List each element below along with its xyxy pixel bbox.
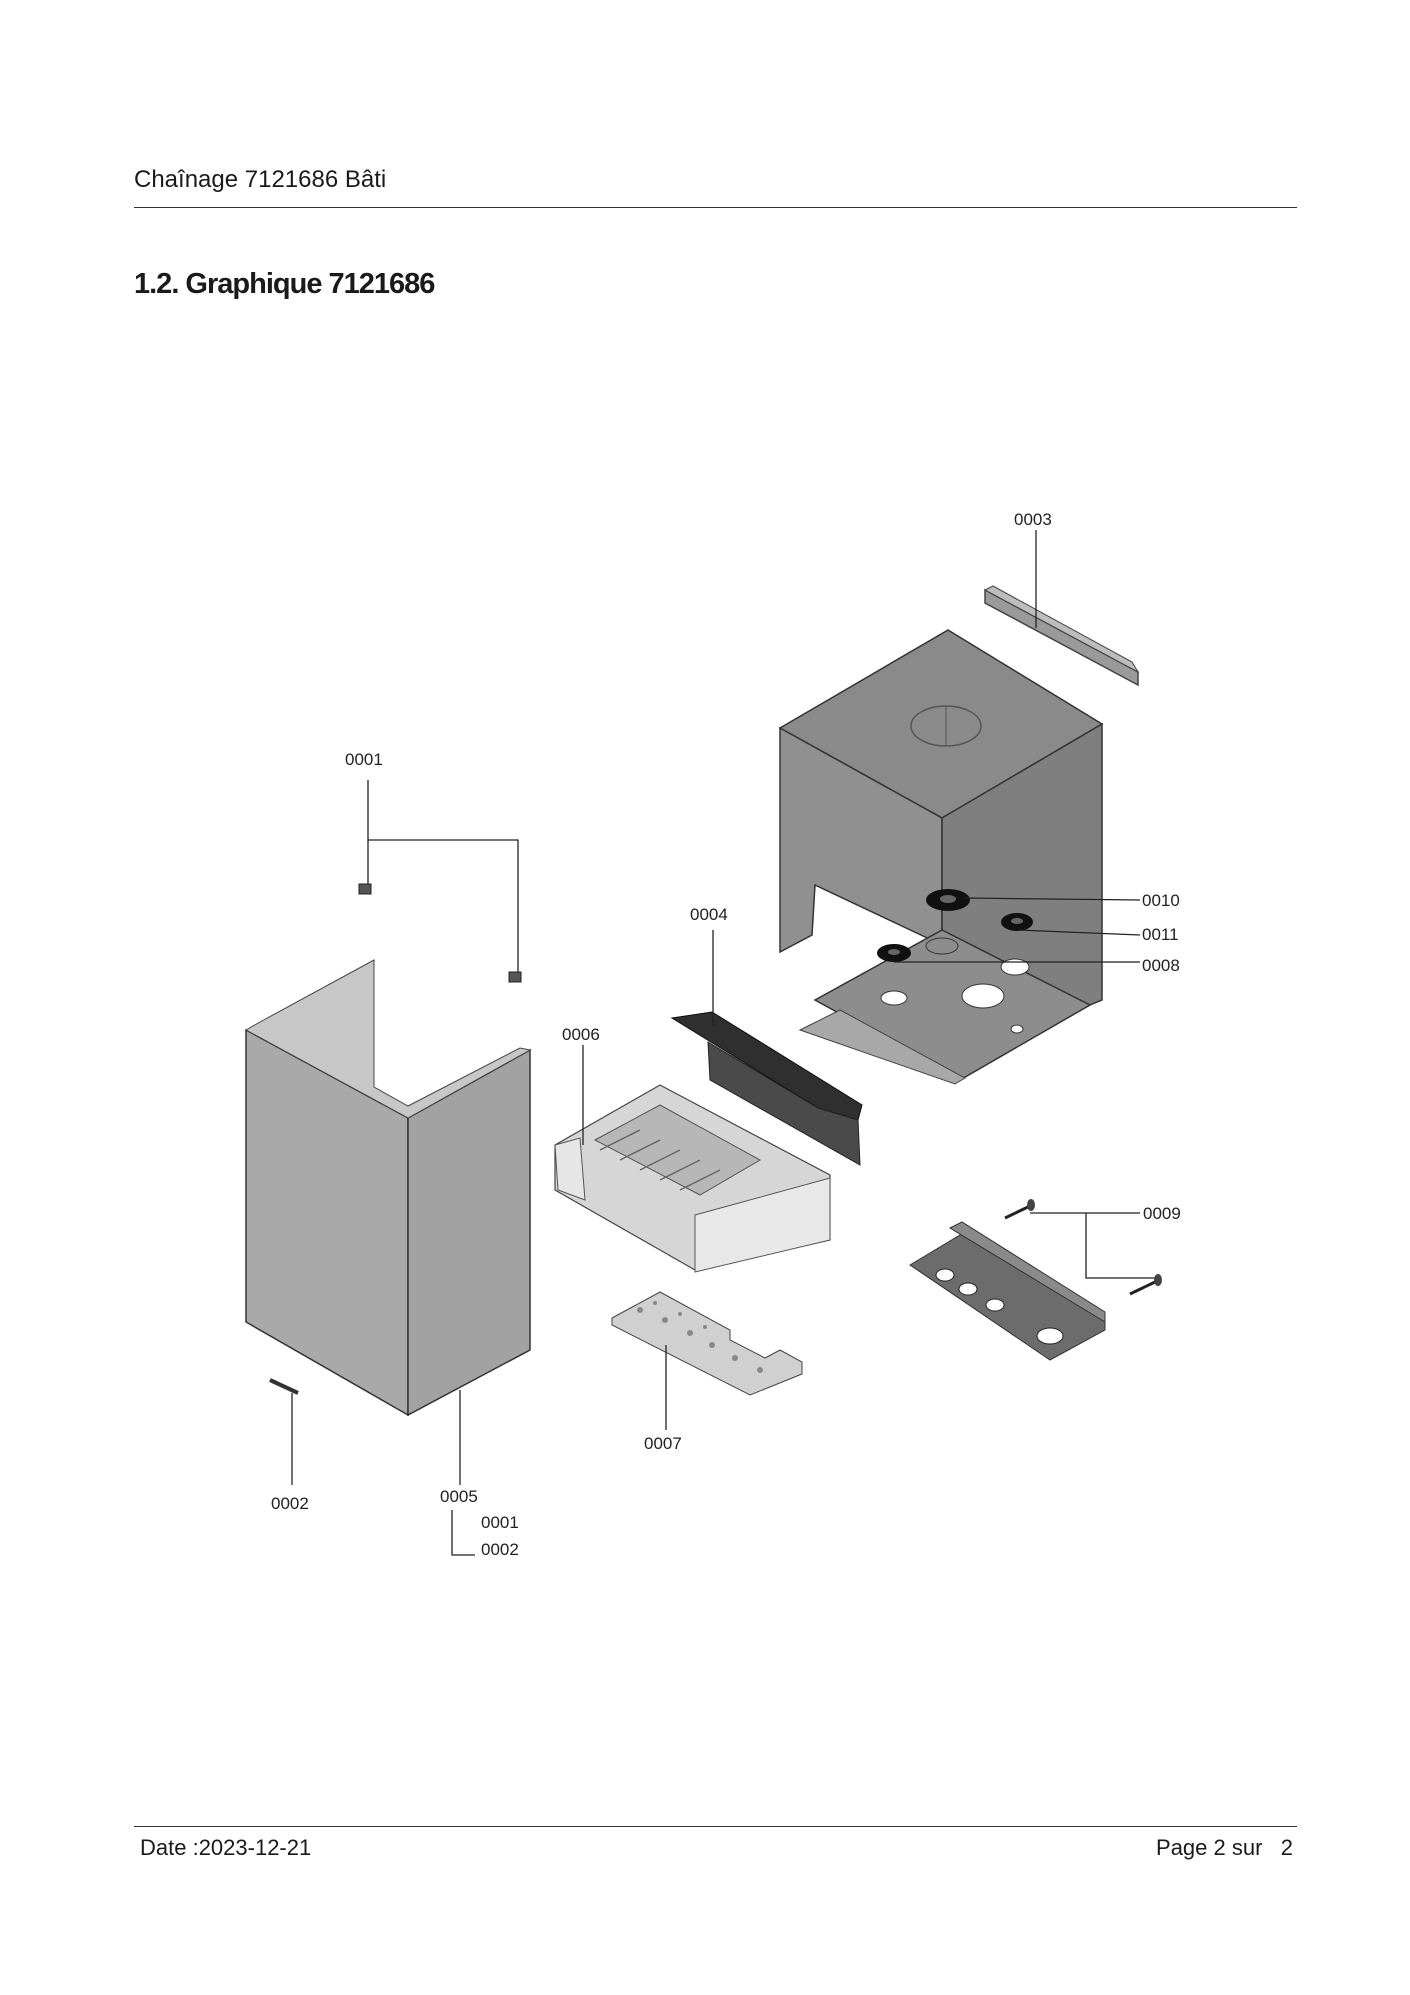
label-0010: 0010: [1142, 891, 1180, 910]
label-0001: 0001: [345, 750, 383, 769]
part-0010-grommet: [926, 889, 970, 911]
part-0009-bracket: [909, 1199, 1162, 1361]
label-0005: 0005: [440, 1487, 478, 1506]
label-0007: 0007: [644, 1434, 682, 1453]
label-0005-sub-0001: 0001: [481, 1513, 519, 1532]
label-0004: 0004: [690, 905, 728, 924]
label-0011: 0011: [1142, 925, 1179, 944]
part-0003-rail: [983, 585, 1140, 687]
label-0008: 0008: [1142, 956, 1180, 975]
part-0001-clips: [358, 883, 522, 983]
label-0006: 0006: [562, 1025, 600, 1044]
part-0011-grommet: [1001, 913, 1033, 931]
header-divider: [134, 207, 1297, 208]
part-0007-plate: [611, 1291, 803, 1396]
label-0009: 0009: [1143, 1204, 1181, 1223]
part-0006-tray: [554, 1084, 831, 1273]
part-main-frame: [778, 629, 1104, 1085]
footer-page-number: Page 2 sur 2: [1156, 1835, 1293, 1860]
label-0003: 0003: [1014, 510, 1052, 529]
label-0005-sub-0002: 0002: [481, 1540, 519, 1559]
part-0008-grommet: [877, 944, 911, 962]
footer-divider: [134, 1826, 1297, 1827]
footer-date: Date :2023-12-21: [140, 1835, 312, 1860]
part-0004-panel: [670, 1011, 863, 1166]
leader-lines: [291, 530, 1155, 1556]
part-0005-casing: [244, 959, 532, 1417]
part-0002-key: [269, 1378, 299, 1395]
section-title: 1.2. Graphique 7121686: [134, 268, 435, 300]
document-header-title: Chaînage 7121686 Bâti: [134, 166, 387, 193]
label-0002: 0002: [271, 1494, 309, 1513]
